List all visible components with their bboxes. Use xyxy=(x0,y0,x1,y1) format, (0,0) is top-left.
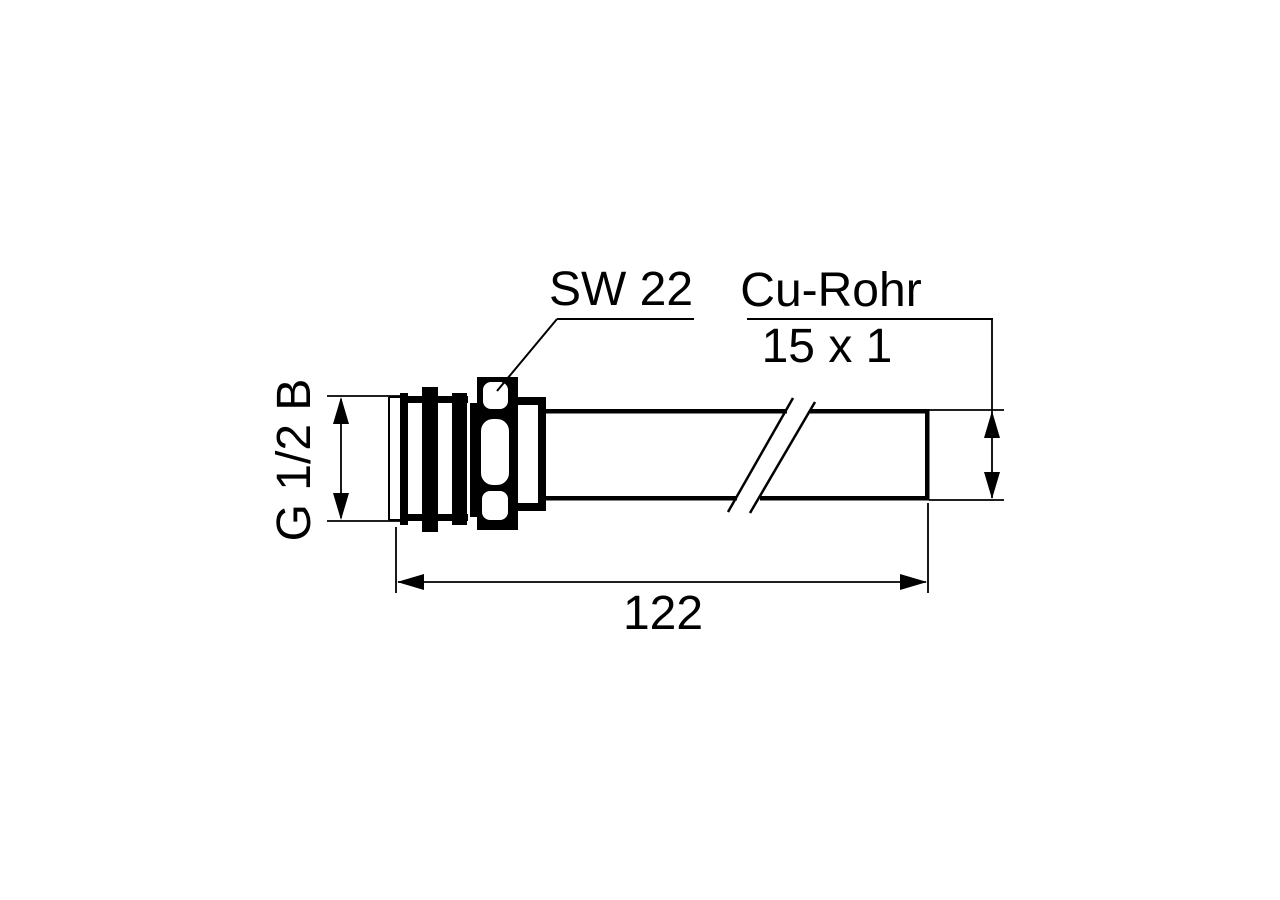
label-wrench-size: SW 22 xyxy=(549,263,693,316)
pipe-break-slash xyxy=(748,401,817,514)
thread-stripe xyxy=(470,403,477,517)
label-pipe-material: Cu-Rohr xyxy=(740,264,921,317)
thread-stripe xyxy=(400,393,408,525)
pipe-break-slash xyxy=(726,397,795,513)
label-overall-length: 122 xyxy=(623,587,703,640)
label-thread-spec: G 1/2 B xyxy=(268,379,321,542)
pipe-end-edge xyxy=(925,409,930,501)
thread-stripe xyxy=(452,393,467,525)
hex-nut-facet-middle xyxy=(481,419,509,485)
hex-nut-facet-top xyxy=(483,382,508,409)
label-pipe-size: 15 x 1 xyxy=(762,320,893,373)
nut-flange xyxy=(513,397,546,511)
arrowhead-right xyxy=(900,574,927,590)
dimension-pipe-diameter xyxy=(929,319,1004,501)
dimension-thread xyxy=(327,395,406,522)
arrowhead-left xyxy=(397,574,424,590)
arrowhead-down xyxy=(984,472,1000,499)
pipe-bottom-edge xyxy=(544,496,737,501)
pipe-bottom-edge xyxy=(760,496,929,501)
arrowhead-up xyxy=(333,397,349,424)
dimension-length xyxy=(395,503,929,593)
nut-flange-inner xyxy=(518,405,538,503)
pipe xyxy=(544,397,930,514)
hex-nut xyxy=(477,377,518,530)
leader-line xyxy=(496,318,558,392)
thread-stripe xyxy=(422,387,438,532)
pipe-top-edge xyxy=(544,409,787,414)
thread-section xyxy=(388,387,477,532)
arrowhead-down xyxy=(333,493,349,520)
arrowhead-up xyxy=(984,411,1000,438)
hex-nut-facet-bottom xyxy=(482,491,508,520)
callout-wrench-size xyxy=(496,318,694,392)
pipe-break-marks xyxy=(726,397,817,514)
pipe-top-edge xyxy=(810,409,929,414)
